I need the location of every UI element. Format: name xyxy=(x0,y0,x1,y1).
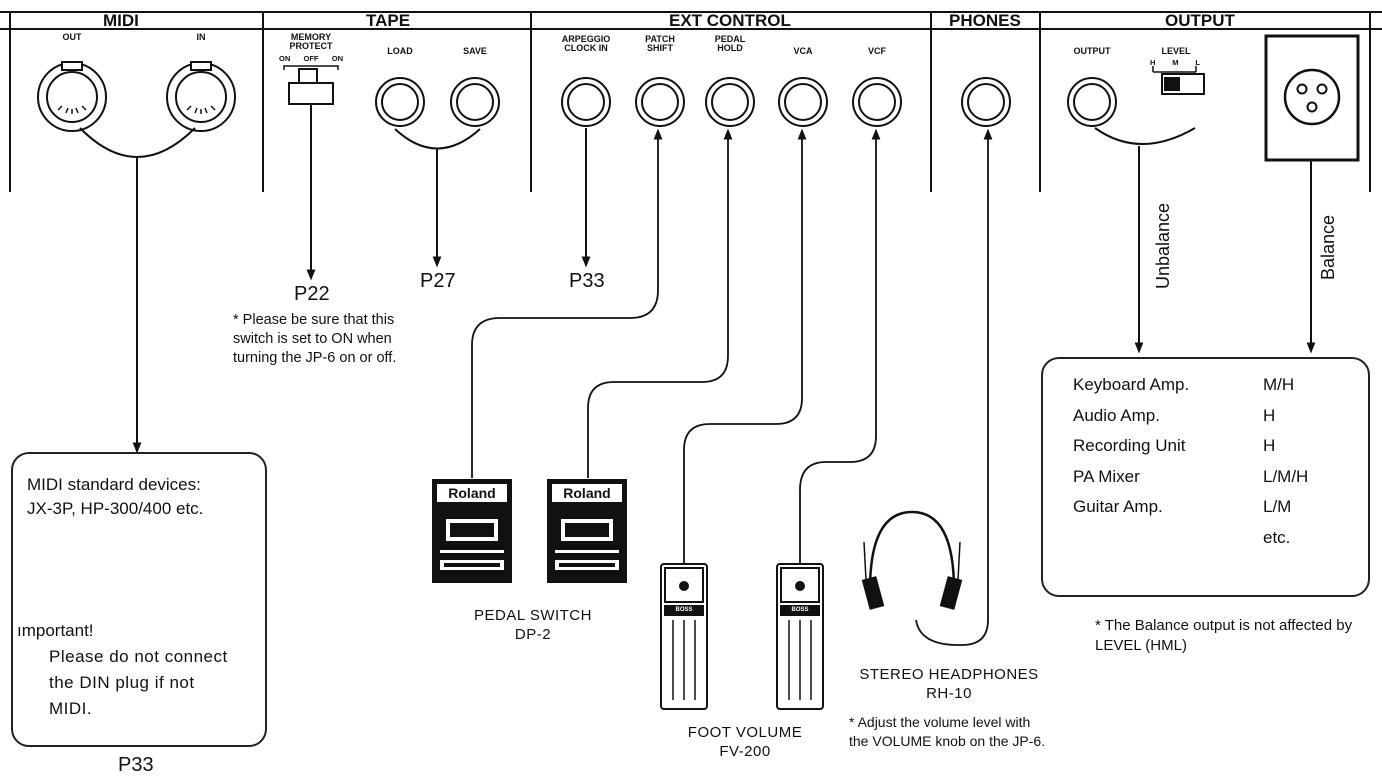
page-ref-midi: P33 xyxy=(118,754,154,776)
vcf-jack-icon xyxy=(852,77,902,127)
headphones-note: * Adjust the volume level with the VOLUM… xyxy=(849,714,1046,749)
patch-shift-cable xyxy=(471,128,663,478)
section-midi: MIDI xyxy=(103,11,139,30)
midi-devices-line1: MIDI standard devices: xyxy=(27,475,201,494)
save-jack-icon xyxy=(450,77,500,127)
level-setting: etc. xyxy=(1263,527,1291,547)
level-setting: H xyxy=(1263,436,1276,456)
midi-out-din-icon xyxy=(37,61,107,132)
level-setting: H xyxy=(1263,405,1276,425)
output-table-row: Recording Unit H xyxy=(1073,431,1308,462)
device-name: Keyboard Amp. xyxy=(1073,375,1190,395)
foot-volume-fv200-right-icon xyxy=(776,563,824,710)
page-ref-tape: P27 xyxy=(420,270,456,292)
tape-bracket xyxy=(394,128,481,150)
pedal-switch-dp2-right-icon xyxy=(547,479,627,583)
pedal-hold-cable xyxy=(587,128,733,478)
boss-logo-left: BOSS xyxy=(675,607,693,613)
section-ext-control: EXT CONTROL xyxy=(669,11,791,30)
roland-logo-left: Roland xyxy=(448,485,496,501)
warning-line2: the DIN plug if not xyxy=(49,673,195,692)
roland-logo-right: Roland xyxy=(563,485,611,501)
warning-line1: Please do not connect xyxy=(49,647,228,666)
level-setting: L/M/H xyxy=(1263,466,1309,486)
load-jack-icon xyxy=(375,77,425,127)
output-table-row: Guitar Amp. L/M xyxy=(1073,492,1308,523)
midi-out-label: OUT xyxy=(62,32,82,42)
balance-label: Balance xyxy=(1318,214,1338,280)
boss-logo-right: BOSS xyxy=(791,607,809,613)
output-jack-icon xyxy=(1067,77,1117,127)
output-table-row: etc. xyxy=(1073,523,1308,554)
unbalance-label: Unbalance xyxy=(1153,202,1173,289)
level-label: LEVEL xyxy=(1161,46,1191,56)
page-ref-memory-protect: P22 xyxy=(294,283,330,305)
output-table-row: Keyboard Amp. M/H xyxy=(1073,370,1308,401)
section-output: OUTPUT xyxy=(1165,11,1235,30)
page-ref-arpeggio: P33 xyxy=(569,270,605,292)
patch-shift-jack-icon xyxy=(635,77,685,127)
stereo-headphones-icon xyxy=(861,510,963,610)
midi-bracket xyxy=(79,127,196,158)
device-name: Audio Amp. xyxy=(1073,405,1160,425)
device-name xyxy=(1073,523,1263,554)
vcf-cable xyxy=(799,128,881,563)
output-table-row: Audio Amp. H xyxy=(1073,401,1308,432)
balance-output-note: * The Balance output is not affected by … xyxy=(1095,617,1353,654)
midi-devices-line2: JX-3P, HP-300/400 etc. xyxy=(27,499,204,518)
pedal-switch-dp2-left-icon xyxy=(432,479,512,583)
midi-info-box: MIDI standard devices: JX-3P, HP-300/400… xyxy=(11,452,267,747)
memory-protect-switch-icon xyxy=(283,65,339,105)
phones-jack-icon xyxy=(961,77,1011,127)
level-setting: L/M xyxy=(1263,497,1292,517)
vca-cable xyxy=(683,128,807,563)
section-tape: TAPE xyxy=(366,11,411,30)
important-heading: ımportant! xyxy=(17,621,94,640)
memory-protect-note: * Please be sure that this switch is set… xyxy=(233,312,397,366)
device-name: PA Mixer xyxy=(1073,466,1140,486)
vca-label: VCA xyxy=(793,46,813,56)
save-label: SAVE xyxy=(463,46,487,56)
panel-frame xyxy=(0,11,1382,192)
headphone-cable xyxy=(915,128,993,646)
load-label: LOAD xyxy=(387,46,413,56)
output-table-row: PA Mixer L/M/H xyxy=(1073,462,1308,493)
section-phones: PHONES xyxy=(949,11,1021,30)
arpeggio-jack-icon xyxy=(561,77,611,127)
foot-volume-fv200-left-icon xyxy=(660,563,708,710)
vca-jack-icon xyxy=(778,77,828,127)
midi-in-label: IN xyxy=(196,32,206,42)
output-jack-label: OUTPUT xyxy=(1073,46,1111,56)
vcf-label: VCF xyxy=(868,46,886,56)
level-switch-icon xyxy=(1152,66,1205,95)
level-setting: M/H xyxy=(1263,375,1295,395)
warning-line3: MIDI. xyxy=(49,699,93,718)
xlr-balance-connector-icon xyxy=(1264,34,1360,162)
device-name: Guitar Amp. xyxy=(1073,497,1163,517)
midi-in-din-icon xyxy=(166,61,236,132)
device-name: Recording Unit xyxy=(1073,436,1186,456)
pedal-hold-jack-icon xyxy=(705,77,755,127)
output-bracket xyxy=(1094,127,1196,145)
